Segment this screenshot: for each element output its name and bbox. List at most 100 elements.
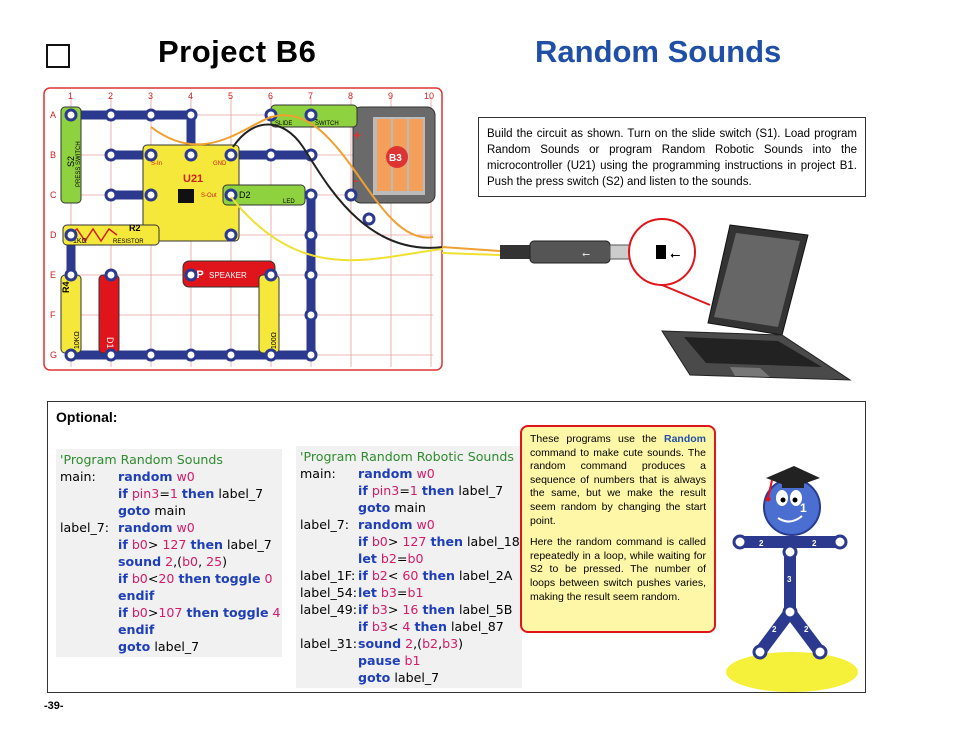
- svg-text:3: 3: [787, 575, 792, 584]
- svg-text:GND: GND: [213, 161, 227, 167]
- svg-text:D2: D2: [239, 190, 251, 200]
- code-statement: if b0> 127 then: [358, 534, 463, 549]
- code-line: if b0>107 then toggle 4: [60, 604, 281, 621]
- explanation-note: These programs use the Random command to…: [520, 425, 716, 633]
- code-target: label_7: [458, 483, 504, 498]
- code-line: main:random w0: [300, 465, 518, 482]
- s2-label: S2: [66, 156, 76, 167]
- code-statement: endif: [118, 588, 155, 603]
- col-label: 9: [388, 91, 393, 101]
- code-target: label_7: [394, 670, 440, 685]
- col-label: 2: [108, 91, 113, 101]
- code-statement: sound 2,(b0, 25): [118, 554, 228, 569]
- code-target: label_18: [466, 534, 520, 549]
- page-checkbox[interactable]: [46, 44, 70, 68]
- svg-text:RESISTOR: RESISTOR: [113, 239, 144, 245]
- code-line: goto label_7: [60, 638, 278, 655]
- row-label: A: [50, 110, 56, 120]
- project-number: Project B6: [158, 34, 317, 69]
- code-line: endif: [60, 587, 278, 604]
- svg-text:2: 2: [804, 625, 809, 634]
- svg-text:R4: R4: [61, 281, 71, 293]
- svg-text:R2: R2: [129, 223, 141, 233]
- code-label: label_31:: [300, 636, 358, 651]
- row-label: E: [50, 270, 56, 280]
- code-target: label_7: [226, 537, 272, 552]
- code-statement: goto: [118, 503, 151, 518]
- svg-text:D1: D1: [105, 337, 115, 349]
- svg-text:10KΩ: 10KΩ: [74, 331, 81, 349]
- code-line: endif: [60, 621, 278, 638]
- code-statement: let b2=b0: [358, 551, 424, 566]
- page-title: Random Sounds: [535, 34, 782, 69]
- b3-label: B3: [389, 153, 402, 164]
- code-line: label_7:random w0: [300, 516, 518, 533]
- code-target: main: [394, 500, 426, 515]
- code-line: if pin3=1 then label_7: [60, 485, 278, 502]
- svg-text:2: 2: [772, 625, 777, 634]
- code-line: label_1F:if b2< 60 then label_2A: [300, 567, 518, 584]
- svg-text:SLIDE: SLIDE: [275, 121, 292, 127]
- instructions-text: Build the circuit as shown. Turn on the …: [478, 117, 866, 197]
- code-line: sound 2,(b0, 25): [60, 553, 278, 570]
- code-label: label_1F:: [300, 568, 356, 583]
- row-label: G: [50, 350, 57, 360]
- row-label: C: [50, 190, 57, 200]
- code-line: label_54:let b3=b1: [300, 584, 518, 601]
- col-label: 1: [68, 91, 73, 101]
- code-label: label_7:: [300, 517, 350, 532]
- code-statement: if pin3=1 then: [118, 486, 215, 501]
- code-line: if b0> 127 then label_18: [300, 533, 520, 550]
- code-line: if b0> 127 then label_7: [60, 536, 278, 553]
- code-statement: if b3> 16 then: [358, 602, 455, 617]
- note-paragraph-1: These programs use the Random command to…: [530, 433, 706, 527]
- svg-text:S-Out: S-Out: [201, 193, 217, 199]
- code-line: label_31:sound 2,(b2,b3): [300, 635, 518, 652]
- code-statement: let b3=b1: [358, 585, 424, 600]
- code-line: goto label_7: [300, 669, 518, 686]
- code-statement: if b0>107 then toggle 4: [118, 605, 281, 620]
- code-label: label_7:: [60, 520, 110, 535]
- code-statement: sound 2,(b2,b3): [358, 636, 464, 651]
- svg-text:SPEAKER: SPEAKER: [209, 271, 247, 280]
- code-line: pause b1: [300, 652, 518, 669]
- code-statement: if b0> 127 then: [118, 537, 223, 552]
- svg-text:⭠: ⭠: [670, 247, 680, 262]
- code-target: label_5B: [458, 602, 513, 617]
- svg-text:SWITCH: SWITCH: [315, 121, 339, 127]
- code-statement: random: [118, 469, 173, 484]
- svg-text:⭠: ⭠: [582, 249, 590, 260]
- svg-text:2: 2: [812, 539, 817, 548]
- program2-comment: 'Program Random Robotic Sounds: [300, 449, 514, 464]
- optional-label: Optional:: [56, 409, 118, 425]
- code-statement: if b2< 60 then: [358, 568, 455, 583]
- code-target: w0: [176, 469, 195, 484]
- code-line: if b0<20 then toggle 0: [60, 570, 278, 587]
- code-statement: endif: [118, 622, 155, 637]
- code-line: main:random w0: [60, 468, 278, 485]
- code-target: w0: [416, 517, 435, 532]
- code-target: label_7: [218, 486, 264, 501]
- col-label: 3: [148, 91, 153, 101]
- code-label: label_49:: [300, 602, 358, 617]
- code-label: label_54:: [300, 585, 358, 600]
- code-label: main:: [300, 466, 336, 481]
- col-label: 4: [188, 91, 193, 101]
- svg-text:+: +: [353, 127, 361, 143]
- row-label: D: [50, 230, 57, 240]
- code-line: label_7:random w0: [60, 519, 278, 536]
- code-statement: if b3< 4 then: [358, 619, 447, 634]
- code-target: label_2A: [458, 568, 513, 583]
- code-line: goto main: [60, 502, 278, 519]
- u21-label: U21: [183, 173, 203, 185]
- code-line: label_49:if b3> 16 then label_5B: [300, 601, 518, 618]
- svg-text:LED: LED: [283, 199, 295, 205]
- col-label: 8: [348, 91, 353, 101]
- laptop-usb-illustration: ⭠ ⭠: [441, 218, 852, 381]
- circuit-board-diagram: 1 2 3 4 5 6 7 8 9 10 A B C D E F G B3 + …: [43, 87, 443, 371]
- col-label: 5: [228, 91, 233, 101]
- code-statement: goto: [358, 500, 391, 515]
